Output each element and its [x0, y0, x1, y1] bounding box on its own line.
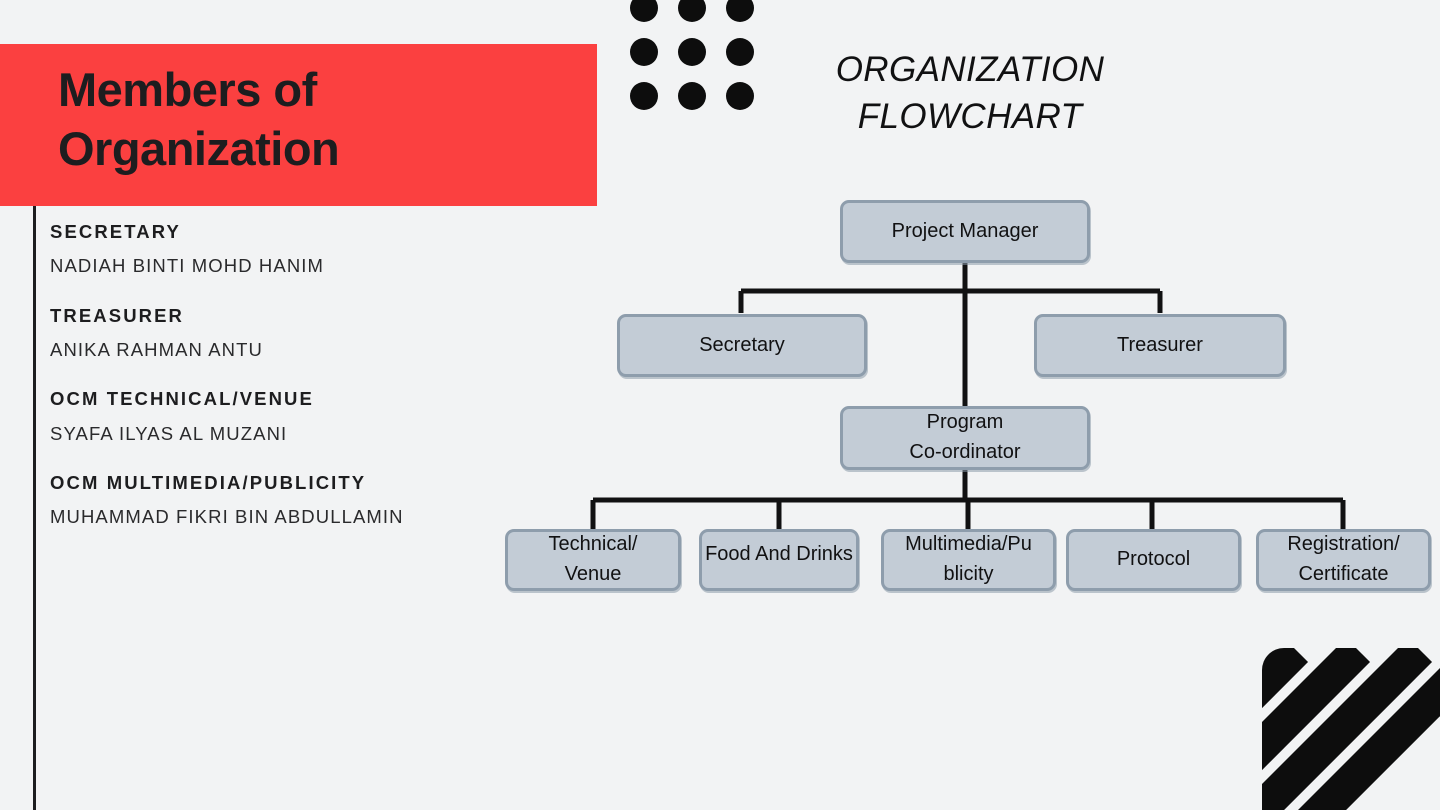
node-protocol[interactable]: Protocol	[1066, 529, 1241, 591]
flowchart-title: ORGANIZATION FLOWCHART	[835, 50, 1105, 137]
node-secretary[interactable]: Secretary	[617, 314, 867, 377]
dot	[630, 38, 658, 66]
member-name: MUHAMMAD FIKRI BIN ABDULLAMIN	[50, 506, 404, 528]
dot	[726, 38, 754, 66]
dot	[726, 82, 754, 110]
dot	[678, 0, 706, 22]
dot-grid-icon	[630, 0, 754, 110]
node-program-coordinator[interactable]: Program Co-ordinator	[840, 406, 1090, 470]
member-role: OCM MULTIMEDIA/PUBLICITY	[50, 472, 367, 494]
list-item: SECRETARY NADIAH BINTI MOHD HANIM	[50, 221, 550, 277]
left-vertical-rule	[33, 206, 36, 810]
dot	[630, 0, 658, 22]
member-name: NADIAH BINTI MOHD HANIM	[50, 255, 325, 277]
member-role: OCM TECHNICAL/VENUE	[50, 388, 314, 410]
dot	[726, 0, 754, 22]
dot	[678, 38, 706, 66]
dot	[630, 82, 658, 110]
list-item: TREASURER ANIKA RAHMAN ANTU	[50, 304, 550, 361]
node-food-and-drinks[interactable]: Food And Drinks	[699, 529, 859, 591]
list-item: OCM MULTIMEDIA/PUBLICITY MUHAMMAD FIKRI …	[50, 472, 550, 528]
list-item: OCM TECHNICAL/VENUE SYAFA ILYAS AL MUZAN…	[50, 389, 550, 444]
node-project-manager[interactable]: Project Manager	[840, 200, 1090, 263]
members-banner-title: Members of Organization	[58, 63, 340, 176]
diagonal-stripes-icon	[1262, 648, 1440, 810]
members-list: SECRETARY NADIAH BINTI MOHD HANIM TREASU…	[50, 221, 550, 557]
member-role: SECRETARY	[50, 221, 181, 242]
dot	[678, 82, 706, 110]
node-multimedia-publicity[interactable]: Multimedia/Pu blicity	[881, 529, 1056, 591]
node-technical-venue[interactable]: Technical/ Venue	[505, 529, 681, 591]
node-treasurer[interactable]: Treasurer	[1034, 314, 1286, 377]
member-name: SYAFA ILYAS AL MUZANI	[50, 422, 288, 444]
member-role: TREASURER	[50, 304, 185, 326]
members-banner: Members of Organization	[0, 44, 597, 206]
member-name: ANIKA RAHMAN ANTU	[50, 339, 263, 361]
node-registration-certificate[interactable]: Registration/ Certificate	[1256, 529, 1431, 591]
